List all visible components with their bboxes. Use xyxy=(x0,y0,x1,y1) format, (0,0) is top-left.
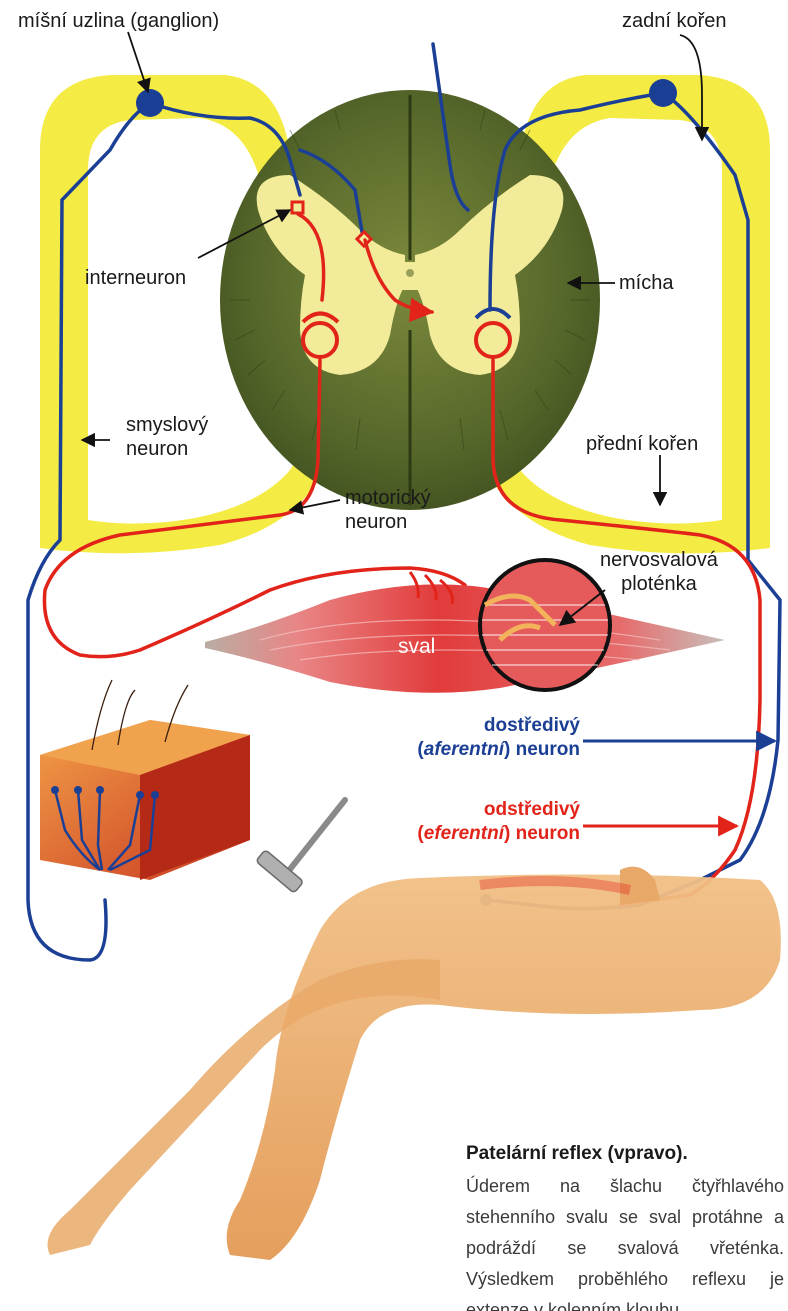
afferent-neuron-word: neuron xyxy=(516,739,580,760)
skin-block xyxy=(40,680,250,880)
afferent-neuron-label: dostředivý (aferentní) neuron xyxy=(380,714,580,762)
ganglion-label: míšní uzlina (ganglion) xyxy=(18,9,219,33)
dorsal-root-label: zadní kořen xyxy=(622,9,727,33)
interneuron-label: interneuron xyxy=(85,266,186,290)
motor-neuron-label: motorický neuron xyxy=(345,486,431,534)
afferent-label-line2: (aferentní) neuron xyxy=(380,738,580,762)
figure-caption: Patelární reflex (vpravo). Úderem na šla… xyxy=(466,1143,784,1311)
magnifier-lens xyxy=(480,560,610,690)
nmj-label: nervosvalová ploténka xyxy=(600,548,718,596)
muscle-label: sval xyxy=(398,635,435,659)
motor-neuron-label-line1: motorický xyxy=(345,486,431,510)
efferent-label-line2: (eferentní) neuron xyxy=(380,822,580,846)
ventral-root-label: přední kořen xyxy=(586,432,698,456)
sensory-neuron-label-line1: smyslový xyxy=(126,413,208,437)
nmj-label-line1: nervosvalová xyxy=(600,548,718,572)
nmj-label-line2: ploténka xyxy=(600,572,718,596)
sensory-neuron-label-line2: neuron xyxy=(126,437,208,461)
afferent-label-line1: dostředivý xyxy=(380,714,580,738)
efferent-label-line1: odstředivý xyxy=(380,798,580,822)
spinal-cord-label: mícha xyxy=(619,271,673,295)
afferent-italic-term: aferentní xyxy=(424,739,504,760)
reflex-hammer xyxy=(256,800,345,893)
efferent-neuron-label: odstředivý (eferentní) neuron xyxy=(380,798,580,846)
sensory-neuron-label: smyslový neuron xyxy=(126,413,208,461)
efferent-italic-term: eferentní xyxy=(424,823,504,844)
caption-body: Úderem na šlachu čtyřhlavého stehenního … xyxy=(466,1171,784,1311)
motor-neuron-label-line2: neuron xyxy=(345,510,431,534)
caption-title: Patelární reflex (vpravo). xyxy=(466,1143,784,1165)
central-canal xyxy=(406,269,414,277)
efferent-neuron-word: neuron xyxy=(516,823,580,844)
